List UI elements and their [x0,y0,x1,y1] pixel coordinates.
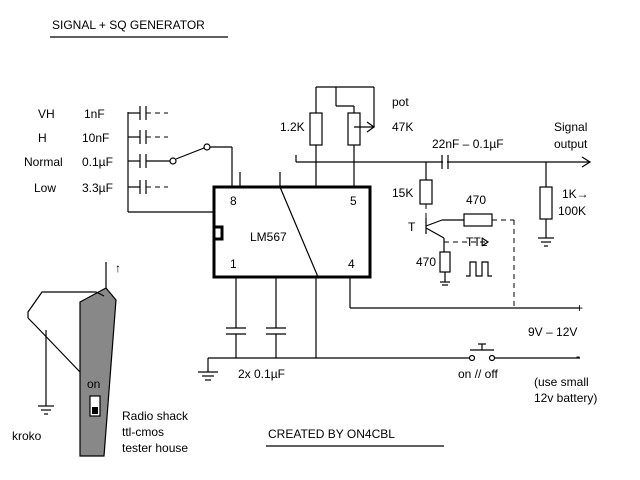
range-low-label: Low [34,181,56,195]
load-label-2: 100K [558,204,586,218]
ic-name: LM567 [250,230,287,244]
battery-note-1: (use small [534,375,589,389]
r-top-label: 1.2K [280,120,305,134]
diagram-title: SIGNAL + SQ GENERATOR [52,18,205,32]
coupling-capacitor: 22nF – 0.1µF [432,137,504,169]
ic-pin1-label: 1 [230,257,237,271]
timing-capacitors [127,106,214,213]
resistor-1-2k [309,112,323,146]
ic-pin5-label: 5 [350,194,357,208]
range-switch [169,143,233,187]
coupling-cap-label: 22nF – 0.1µF [432,137,504,151]
cap-10nf-label: 10nF [82,131,109,145]
ic-pin8-label: 8 [230,194,237,208]
r-collector-label: 470 [466,193,486,207]
potentiometer-47k [347,112,361,146]
probe-body [79,287,117,457]
range-normal-label: Normal [24,155,63,169]
switch-label: on // off [458,367,498,381]
probe-arrow: ↑ [115,261,121,275]
transistor-label: T [408,220,416,234]
minus-label: - [576,349,580,363]
load-label-1: 1K→ [562,187,589,201]
r-base-label: 15K [392,186,413,200]
emitter-resistor [439,251,451,273]
ic-pin4-label: 4 [348,257,355,271]
ic-body [212,185,372,279]
probe-lead-1 [27,291,105,318]
lm567-ic: LM567 8 5 1 4 [212,162,372,358]
credit-text: CREATED BY ON4CBL [268,427,395,441]
probe-on-label: on [87,377,100,391]
signal-output-label-2: output [554,137,588,151]
battery-note-2: 12v battery) [534,391,597,405]
cap-33uf-label: 3.3µF [82,181,113,195]
cap-01uf-label: 0.1µF [82,155,113,169]
signal-output: Signal output 1K→ 100K [538,120,592,247]
r-emitter-label: 470 [416,255,436,269]
ttl-waveform [466,261,492,277]
cap-1nf-label: 1nF [84,107,105,121]
power-rails: + 9V – 12V - on // off (use small 12v ba… [198,301,597,405]
plus-label: + [576,301,583,315]
pot-label: pot [392,95,409,109]
tester-house-line-1: Radio shack [122,409,189,423]
kroko-label: kroko [12,429,42,443]
ttl-label: TTL [466,235,488,249]
probe-switch [89,395,101,417]
tester-house-line-3: tester house [122,441,188,455]
tester-house-line-2: ttl-cmos [122,425,164,439]
pot-value-label: 47K [392,120,413,134]
range-selector: VH H Normal Low 1nF 10nF 0.1µF 3.3µF [24,106,233,213]
supply-caps-label: 2x 0.1µF [238,367,285,381]
timing-resistors: 1.2K pot 47K [280,86,546,163]
range-vh-label: VH [38,107,55,121]
collector-resistor [463,213,493,227]
load-resistor [539,186,553,220]
ic-internal-diagonal [279,186,319,278]
range-h-label: H [38,131,47,145]
base-resistor-15k [419,179,433,205]
signal-output-label-1: Signal [554,120,587,134]
ic-notch [212,225,224,241]
ttl-stage: 15K T 470 470 TTL [392,162,515,308]
voltage-label: 9V – 12V [528,325,577,339]
supply-capacitors: 2x 0.1µF [226,327,286,381]
probe-lead-2 [27,317,81,373]
tester-probe: ↑ on kroko Radio shack ttl-cmos tester h… [12,261,189,457]
